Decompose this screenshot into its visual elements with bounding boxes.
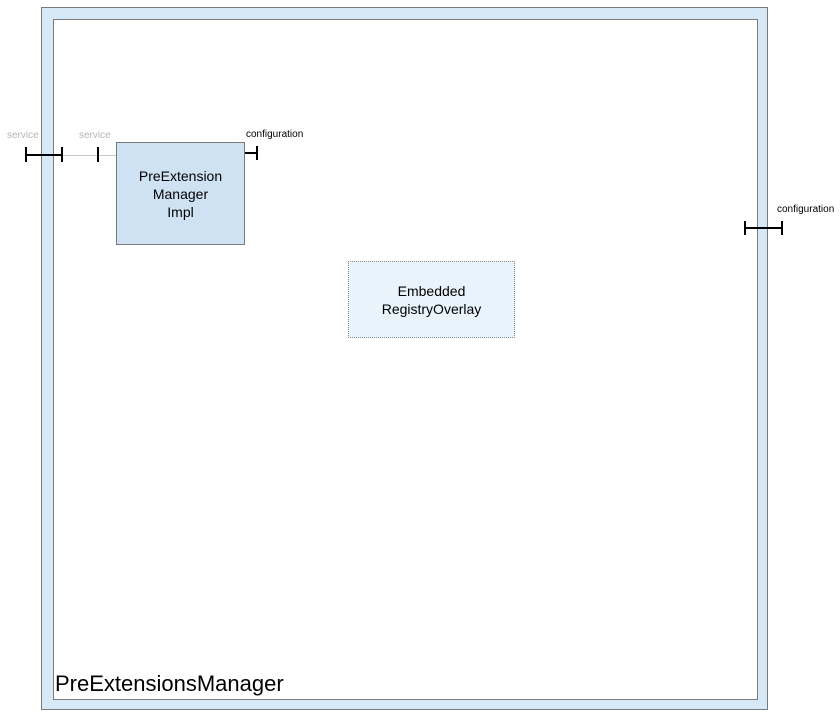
- configuration-port-right-label: configuration: [777, 204, 835, 215]
- container-inner-area: [53, 19, 758, 700]
- node-embedded-label-line1: Embedded: [397, 282, 466, 299]
- configuration-top-stub: [245, 152, 258, 154]
- node-pre-extension-manager-impl[interactable]: PreExtension Manager Impl: [116, 142, 245, 245]
- service-port-inner-label: service: [79, 130, 111, 141]
- node-impl-label-line3: Impl: [167, 203, 194, 220]
- node-impl-label-line1: PreExtension: [138, 167, 223, 184]
- node-embedded-label-line2: RegistryOverlay: [381, 300, 482, 317]
- container-name-label: PreExtensionsManager: [55, 671, 284, 696]
- service-port-outer-label: service: [7, 130, 39, 141]
- configuration-right-tick-outer: [781, 221, 783, 235]
- configuration-top-tick: [256, 146, 258, 160]
- configuration-right-line: [745, 227, 782, 229]
- configuration-port-top-label: configuration: [246, 129, 304, 140]
- service-port-tick-outer: [25, 147, 27, 162]
- service-port-tick-inner: [97, 147, 99, 162]
- node-impl-label-line2: Manager: [152, 185, 209, 202]
- node-embedded-registry-overlay[interactable]: Embedded RegistryOverlay: [348, 261, 515, 338]
- configuration-right-tick-inner: [744, 221, 746, 235]
- service-connector-line: [25, 154, 63, 156]
- service-port-tick-border: [61, 147, 63, 162]
- service-wire-inner: [63, 155, 116, 156]
